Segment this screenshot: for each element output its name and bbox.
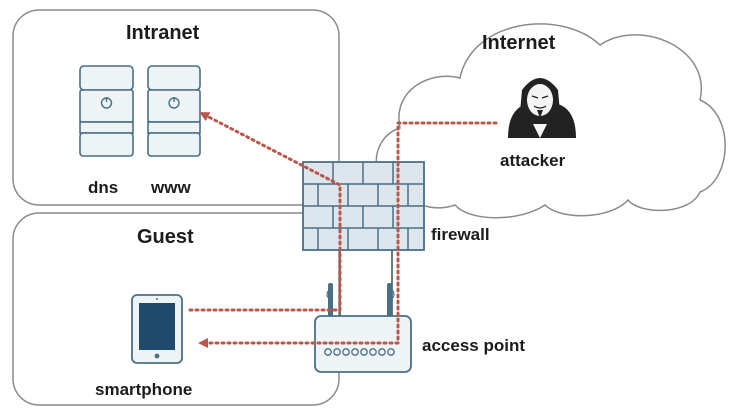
- attack-paths: [188, 111, 498, 348]
- firewall-label: firewall: [431, 225, 490, 244]
- internet-zone-title: Internet: [482, 32, 556, 54]
- attacker-label: attacker: [500, 151, 566, 170]
- smartphone-icon: [131, 294, 183, 364]
- dns-server-icon: [79, 65, 134, 157]
- attacker-icon: [508, 78, 576, 138]
- access-point-label: access point: [422, 336, 525, 355]
- smartphone-label: smartphone: [95, 380, 193, 399]
- www-label: www: [151, 178, 191, 197]
- dns-label: dns: [88, 178, 119, 197]
- guest-zone-title: Guest: [137, 226, 194, 248]
- attack-path-internet-to-ap: [198, 121, 498, 348]
- attack-path-ap-to-www: [188, 111, 342, 312]
- intranet-zone-title: Intranet: [126, 22, 200, 44]
- www-server-icon: [147, 65, 201, 157]
